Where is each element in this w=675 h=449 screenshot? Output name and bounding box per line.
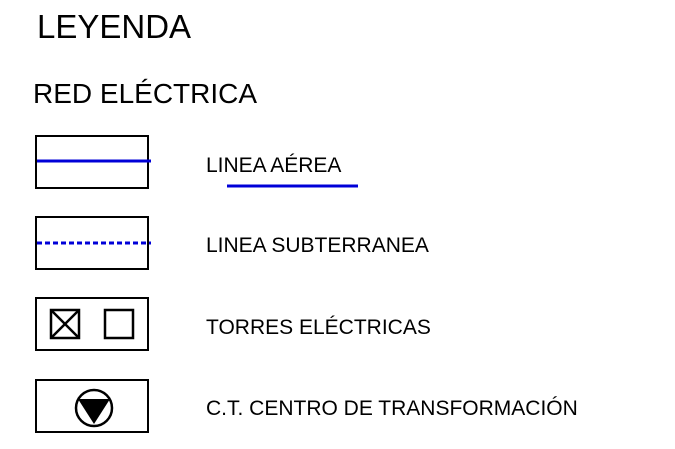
legend-title: LEYENDA (37, 8, 192, 45)
transformer-circle-triangle-icon (74, 388, 114, 428)
legend-symbol-box-aerial (35, 135, 151, 189)
legend-label-underground: LINEA SUBTERRANEA (206, 234, 429, 257)
legend-label-towers: TORRES ELÉCTRICAS (206, 316, 431, 339)
tower-squares-icon (49, 308, 135, 340)
legend-symbol-box-transformer (35, 379, 149, 433)
legend-label-aerial: LINEA AÉREA (206, 154, 342, 177)
dashed-line-icon (37, 241, 151, 245)
legend-symbol-box-underground (35, 216, 151, 270)
solid-line-icon (37, 159, 151, 163)
legend-label-transformer: C.T. CENTRO DE TRANSFORMACIÓN (206, 397, 578, 420)
legend-symbol-box-towers (35, 297, 149, 351)
section-title: RED ELÉCTRICA (33, 78, 258, 109)
